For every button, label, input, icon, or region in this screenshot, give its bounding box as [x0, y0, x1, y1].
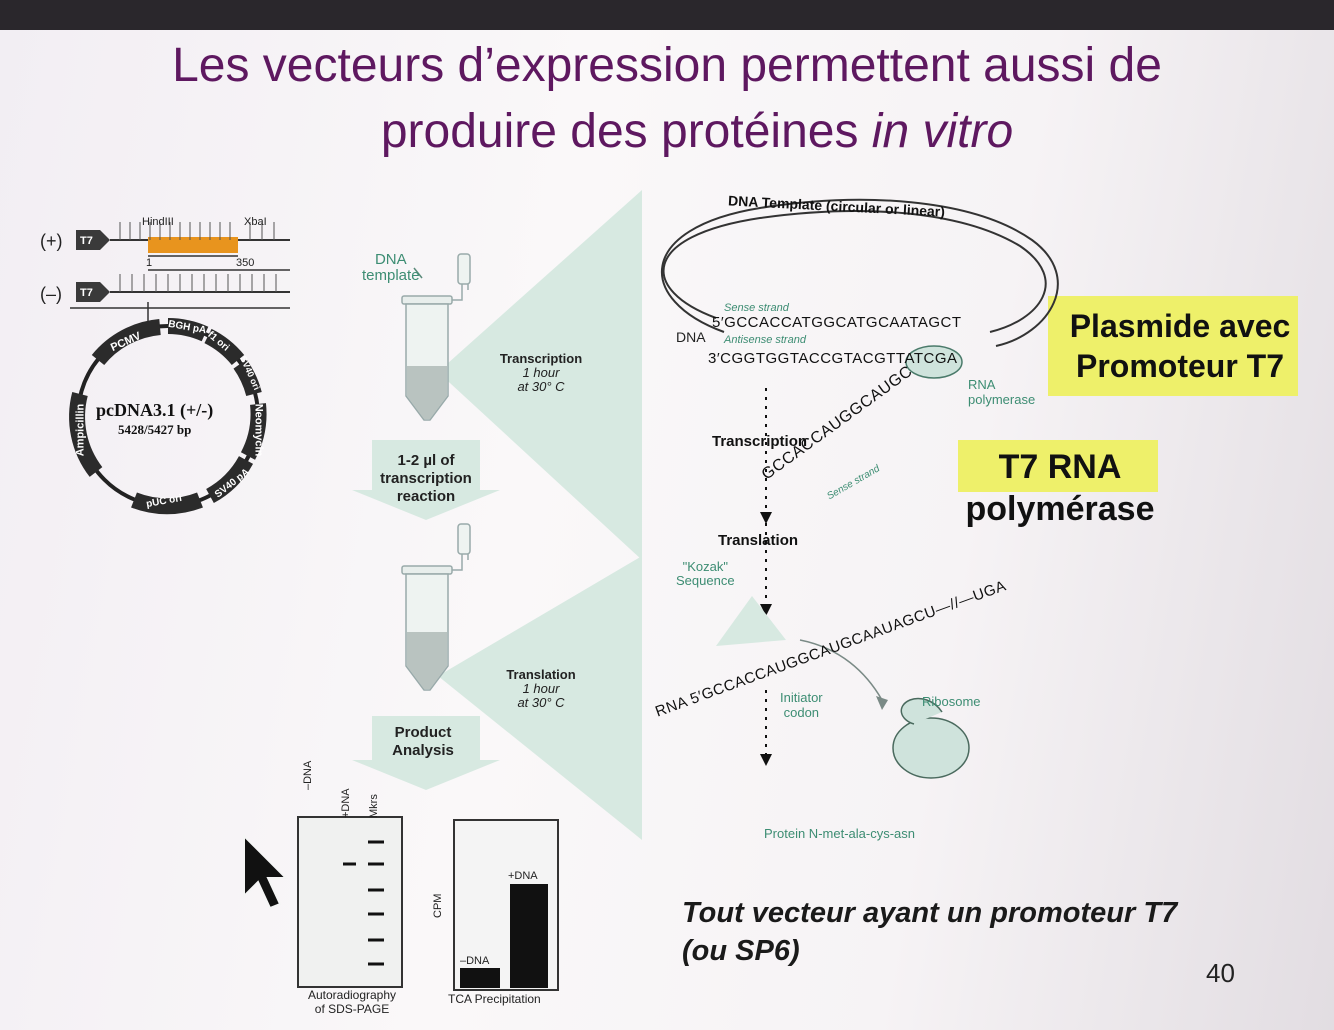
tca-y-label: CPM — [432, 893, 444, 918]
tube-2 — [401, 523, 471, 691]
polymerase-note: T7 RNA polymérase — [965, 448, 1155, 528]
slide-title-line2: produire des protéines in vitro — [380, 105, 1014, 158]
sds-page-gel — [297, 816, 403, 988]
plasmid-name: pcDNA3.1 (+/-) — [96, 400, 214, 420]
tca-caption: TCA Precipitation — [448, 992, 541, 1006]
reaction-arrow — [352, 440, 500, 520]
rna-polymerase-label: RNA polymerase — [968, 377, 1036, 407]
t7-label-plus: T7 — [80, 235, 93, 247]
tube-1 — [401, 253, 471, 421]
sv40-pa-arc — [205, 455, 254, 504]
polymerase-note-highlight — [958, 440, 1158, 492]
xbai-label: XbaI — [244, 216, 267, 228]
sv40-ori-arc — [233, 359, 262, 397]
tca-bar-minus-dna — [460, 968, 500, 988]
antisense-strand-label: Antisense strand — [724, 334, 806, 346]
translation-label: Translation — [718, 532, 799, 549]
protein-label: Protein N-met-ala-cys-asn — [764, 826, 915, 841]
plasmid-size: 5428/5427 bp — [118, 422, 192, 437]
tca-plus-label: +DNA — [508, 870, 538, 882]
gel-lane-minus-dna: –DNA — [302, 760, 314, 790]
reaction-step-label: 1-2 µl of transcription reaction — [380, 452, 472, 505]
tca-bar-plus-dna — [510, 884, 548, 988]
hindiii-label: HindIII — [142, 216, 174, 228]
t7-arrow-plus — [76, 230, 110, 250]
transcription-fan — [438, 190, 642, 560]
kozak-label: "Kozak" Sequence — [676, 559, 735, 588]
product-analysis-label: Product Analysis — [392, 724, 454, 759]
plasmid-note-highlight — [1048, 296, 1298, 396]
kozak-fan — [716, 596, 786, 646]
ampicillin-label: Ampicillin — [74, 403, 87, 457]
ribosome-shape — [892, 717, 970, 779]
position-1: 1 — [146, 257, 153, 269]
tca-minus-label: –DNA — [460, 955, 490, 967]
ribosome-label: Ribosome — [922, 694, 981, 709]
pcmv-arc — [91, 319, 161, 366]
gel-caption: Autoradiography of SDS-PAGE — [307, 988, 397, 1016]
analysis-arrow — [352, 716, 500, 790]
antisense-sequence: 3′CGGTGGTACCGTACGTTATCGA — [708, 350, 958, 367]
gel-lane-plus-dna: +DNA — [340, 788, 352, 818]
dna-label: DNA — [676, 329, 706, 345]
sense-sequence: 5′GCCACCATGGCATGCAATAGCT — [712, 314, 962, 331]
transcription-label: Transcription — [712, 433, 808, 450]
translation-fan — [438, 556, 642, 840]
dna-template-label: DNA template — [362, 251, 420, 284]
mcs-orange-bar — [148, 237, 238, 253]
dna-template-inner-arc — [660, 198, 1059, 347]
slide-title-line1: Les vecteurs d’expression permettent aus… — [172, 39, 1162, 92]
initiator-codon-label: Initiator codon — [780, 690, 823, 720]
neomycin-arc — [240, 403, 267, 460]
t7-arrow-minus — [76, 282, 110, 302]
position-350: 350 — [236, 257, 255, 269]
plus-orientation-label: (+) — [40, 231, 63, 251]
t7-label-minus: T7 — [80, 287, 93, 299]
bgh-arc — [167, 318, 209, 342]
mouse-cursor-icon — [243, 834, 289, 910]
neomycin-label: Neomycin — [252, 403, 265, 457]
rna-polymerase-shape — [905, 345, 963, 379]
gel-lane-markers: Mkrs — [368, 794, 380, 818]
footer-note: Tout vecteur ayant un promoteur T7 (ou S… — [682, 897, 1178, 967]
puc-arc — [131, 492, 203, 515]
minus-orientation-label: (–) — [40, 284, 62, 304]
dna-template-outer-arc — [662, 210, 1047, 333]
page-number: 40 — [1206, 958, 1235, 988]
transcription-step-label: Transcription 1 hour at 30° C — [499, 351, 583, 394]
ampicillin-arc — [69, 391, 103, 477]
plasmid-note: Plasmide avec Promoteur T7 — [1069, 308, 1291, 384]
sense-strand-label: Sense strand — [724, 302, 789, 314]
translation-step-label: Translation 1 hour at 30° C — [506, 667, 576, 710]
f1-arc — [204, 328, 245, 366]
